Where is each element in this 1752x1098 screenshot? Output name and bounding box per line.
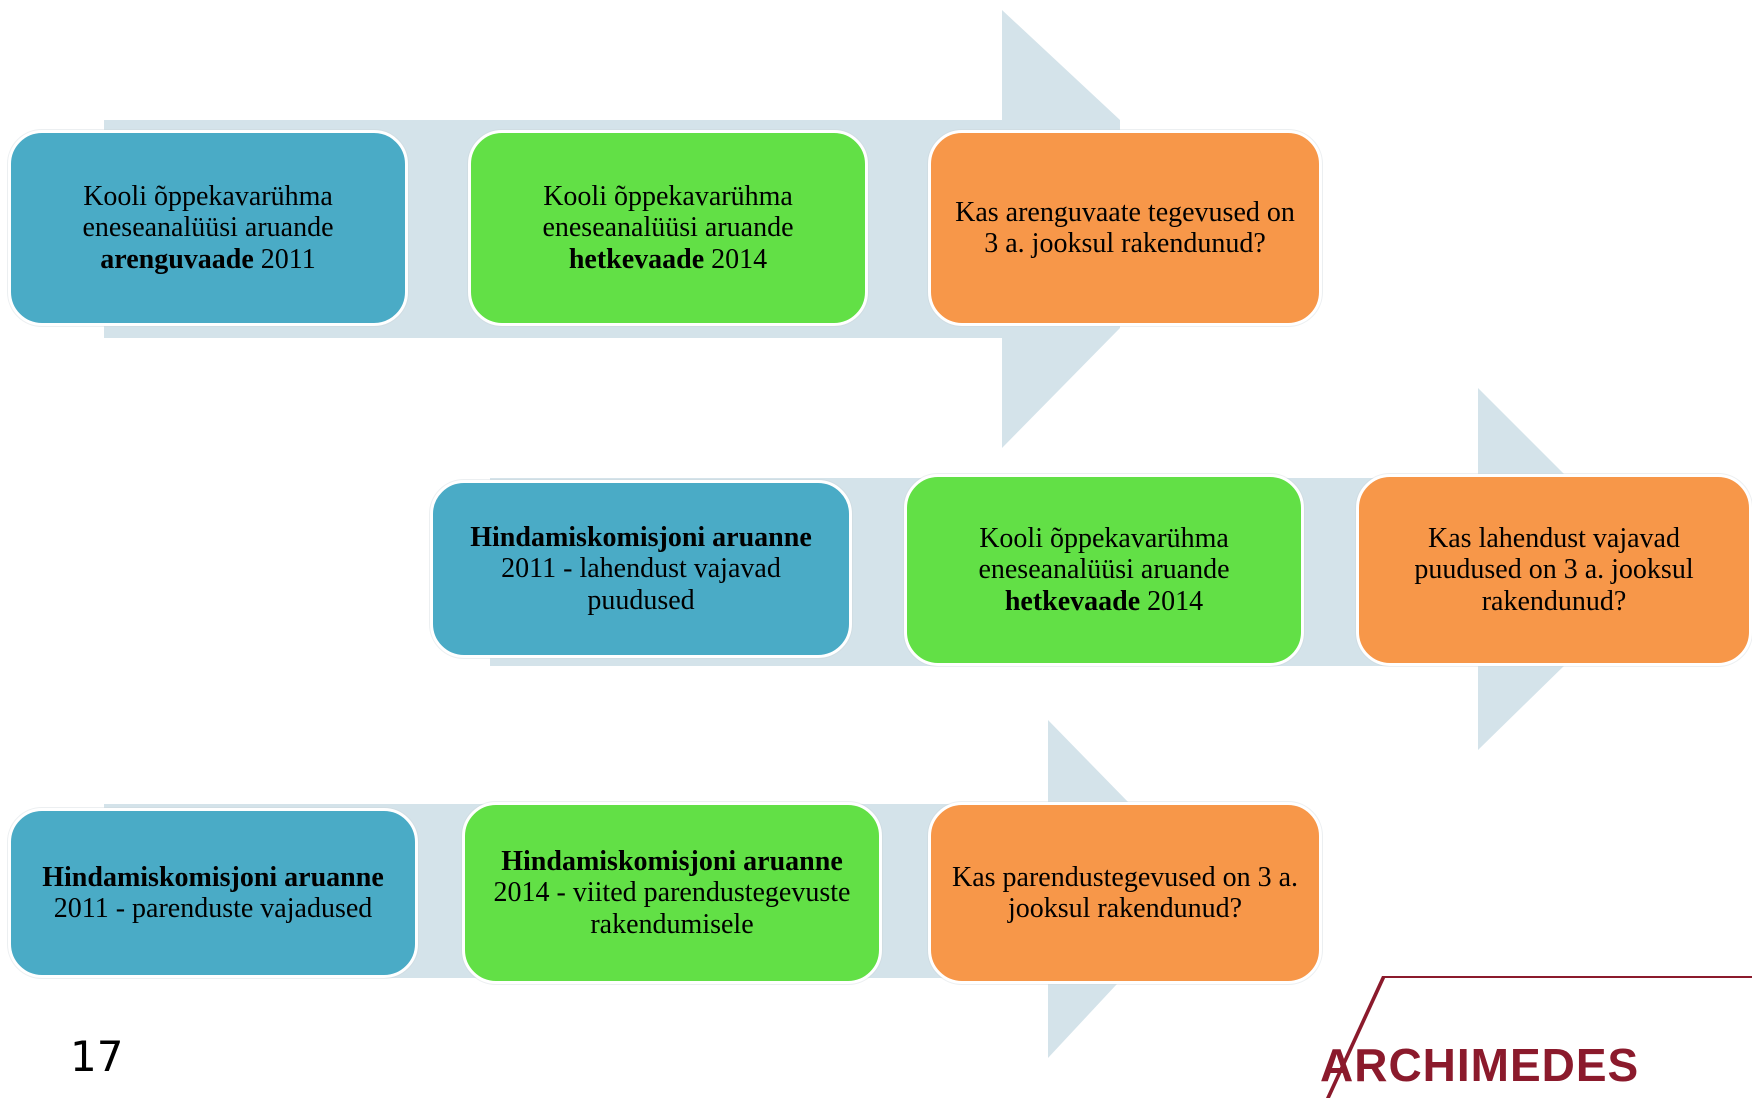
box-row3-question: Kas parendustegevused on 3 a. jooksul ra… xyxy=(928,802,1322,984)
page-number: 17 xyxy=(70,1032,124,1081)
box-text: Kas lahendust vajavad puudused on 3 a. j… xyxy=(1373,523,1735,617)
box-text-part: Kooli õppekavarühma eneseanalüüsi aruand… xyxy=(542,180,794,244)
box-text-part: Kooli õppekavarühma eneseanalüüsi aruand… xyxy=(82,180,334,244)
box-text-bold: Hindamiskomisjoni aruanne xyxy=(470,521,812,553)
logo-slash xyxy=(1326,976,1386,1098)
box-text-bold: Hindamiskomisjoni aruanne xyxy=(501,845,843,877)
box-text: Kooli õppekavarühma eneseanalüüsi aruand… xyxy=(921,523,1287,617)
box-text-part: 2011 - parenduste vajadused xyxy=(53,893,373,924)
box-row3-commission-2011: Hindamiskomisjoni aruanne 2011 - parendu… xyxy=(8,808,418,978)
box-text-bold: hetkevaade xyxy=(568,243,705,275)
box-text-bold: arenguvaade xyxy=(100,243,254,275)
box-text-bold: Hindamiskomisjoni aruanne xyxy=(42,861,384,893)
box-text: Hindamiskomisjoni aruanne 2014 - viited … xyxy=(479,846,865,940)
box-row1-self-analysis-2011: Kooli õppekavarühma eneseanalüüsi aruand… xyxy=(8,130,408,326)
box-text-part: 2014 xyxy=(704,243,768,275)
box-row2-question: Kas lahendust vajavad puudused on 3 a. j… xyxy=(1356,474,1752,666)
box-text-part: 2011 xyxy=(253,243,316,275)
box-text-part: Kas arenguvaate tegevused on 3 a. jooksu… xyxy=(955,196,1295,259)
box-text-bold: hetkevaade xyxy=(1004,585,1141,617)
box-text-part: Kas lahendust vajavad puudused on 3 a. j… xyxy=(1414,522,1694,617)
box-text-part: 2014 - viited parendustegevuste rakendum… xyxy=(493,877,851,940)
box-row1-question: Kas arenguvaate tegevused on 3 a. jooksu… xyxy=(928,130,1322,326)
box-row3-commission-2014: Hindamiskomisjoni aruanne 2014 - viited … xyxy=(462,802,882,984)
box-text-part: 2014 xyxy=(1140,585,1204,617)
box-text: Kooli õppekavarühma eneseanalüüsi aruand… xyxy=(25,181,391,275)
box-row1-self-analysis-2014: Kooli õppekavarühma eneseanalüüsi aruand… xyxy=(468,130,868,326)
box-row2-commission-2011: Hindamiskomisjoni aruanne 2011 - lahendu… xyxy=(430,480,852,658)
box-text: Hindamiskomisjoni aruanne 2011 - lahendu… xyxy=(447,522,835,616)
box-text-part: Kooli õppekavarühma eneseanalüüsi aruand… xyxy=(978,522,1230,586)
box-text: Hindamiskomisjoni aruanne 2011 - parendu… xyxy=(25,862,401,925)
box-text-part: Kas parendustegevused on 3 a. jooksul ra… xyxy=(951,861,1298,924)
box-text: Kas arenguvaate tegevused on 3 a. jooksu… xyxy=(945,197,1305,260)
box-text: Kas parendustegevused on 3 a. jooksul ra… xyxy=(945,862,1305,925)
box-row2-self-analysis-2014: Kooli õppekavarühma eneseanalüüsi aruand… xyxy=(904,474,1304,666)
box-text: Kooli õppekavarühma eneseanalüüsi aruand… xyxy=(485,181,851,275)
box-text-part: 2011 - lahendust vajavad puudused xyxy=(501,553,781,616)
archimedes-logo: ARCHIMEDES xyxy=(1320,1039,1640,1091)
